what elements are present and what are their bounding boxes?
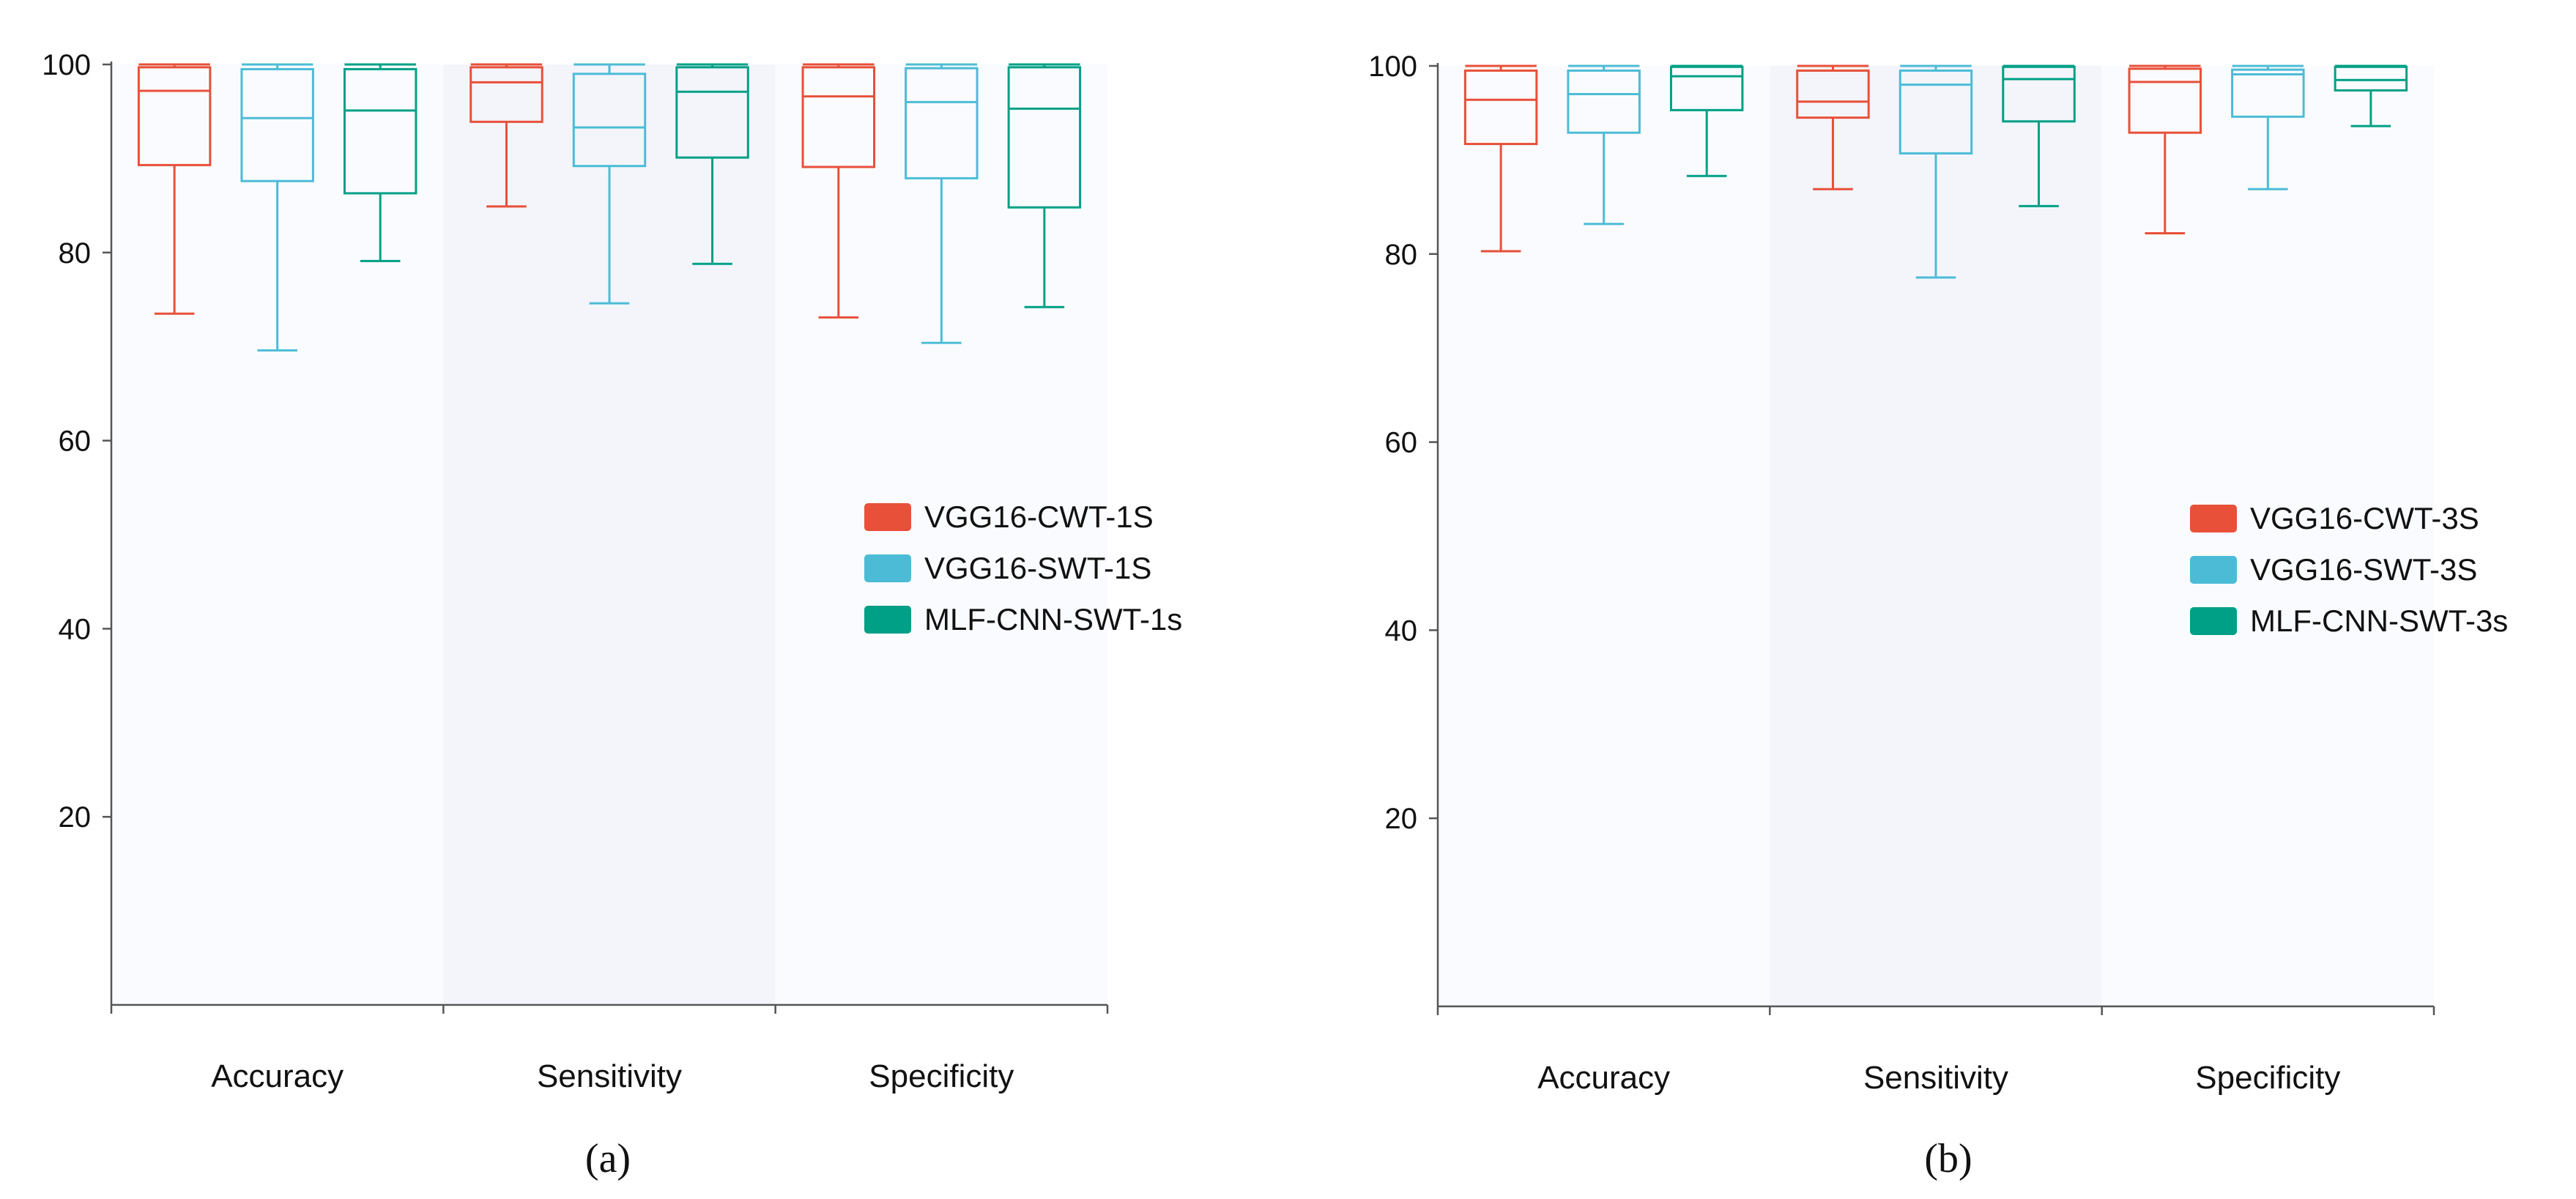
box-iqr bbox=[1463, 69, 1538, 146]
box-VGG16-SWT-3S bbox=[2231, 64, 2305, 190]
box-VGG16-SWT-3S bbox=[1567, 64, 1641, 226]
box-iqr bbox=[2002, 65, 2076, 123]
box-MLF-CNN-SWT-3s bbox=[2334, 64, 2408, 127]
panel-label: (b) bbox=[1924, 1136, 1972, 1181]
category-band bbox=[2101, 66, 2434, 1006]
y-tick-label: 20 bbox=[59, 801, 92, 834]
legend-swatch bbox=[2190, 607, 2237, 635]
box-VGG16-SWT-1S bbox=[905, 63, 979, 344]
y-tick-label: 40 bbox=[59, 613, 92, 645]
category-label: Specificity bbox=[2195, 1060, 2340, 1096]
legend-swatch bbox=[864, 606, 911, 634]
y-tick-label: 60 bbox=[1385, 427, 1418, 459]
y-tick-label: 100 bbox=[42, 49, 91, 81]
box-iqr bbox=[1898, 69, 1973, 155]
legend-swatch bbox=[2190, 556, 2237, 584]
y-tick-label: 100 bbox=[1368, 51, 1417, 83]
legend-label: VGG16-CWT-3S bbox=[2250, 501, 2479, 535]
box-iqr bbox=[572, 73, 647, 168]
box-MLF-CNN-SWT-1s bbox=[343, 63, 417, 262]
box-iqr bbox=[1567, 69, 1641, 134]
box-iqr bbox=[801, 66, 876, 168]
box-VGG16-SWT-1S bbox=[572, 63, 647, 305]
legend-label: VGG16-SWT-3S bbox=[2250, 552, 2477, 587]
box-MLF-CNN-SWT-3s bbox=[2002, 64, 2076, 207]
legend-swatch bbox=[864, 554, 911, 582]
category-label: Specificity bbox=[869, 1058, 1014, 1094]
box-VGG16-SWT-3S bbox=[1898, 64, 1973, 279]
box-iqr bbox=[343, 67, 417, 195]
y-tick-label: 80 bbox=[59, 237, 92, 270]
box-MLF-CNN-SWT-1s bbox=[1007, 63, 1082, 308]
category-label: Accuracy bbox=[211, 1058, 344, 1094]
box-iqr bbox=[240, 67, 314, 182]
box-VGG16-CWT-3S bbox=[2128, 64, 2202, 235]
box-iqr bbox=[2128, 67, 2202, 134]
box-iqr bbox=[675, 66, 749, 159]
box-iqr bbox=[905, 67, 979, 179]
category-label: Accuracy bbox=[1537, 1060, 1670, 1096]
legend-swatch bbox=[864, 503, 911, 531]
box-iqr bbox=[137, 66, 212, 166]
box-VGG16-CWT-1S bbox=[469, 63, 543, 208]
category-label: Sensitivity bbox=[1863, 1060, 2008, 1096]
box-iqr bbox=[1669, 65, 1744, 111]
box-iqr bbox=[469, 66, 543, 123]
y-tick-label: 80 bbox=[1385, 239, 1418, 271]
panel-label: (a) bbox=[585, 1136, 631, 1181]
box-VGG16-CWT-3S bbox=[1463, 64, 1538, 253]
box-iqr bbox=[2334, 65, 2408, 92]
y-tick-label: 40 bbox=[1385, 615, 1418, 647]
box-VGG16-CWT-1S bbox=[801, 63, 876, 319]
y-tick-label: 20 bbox=[1385, 803, 1418, 835]
legend-label: MLF-CNN-SWT-1s bbox=[924, 602, 1182, 636]
box-MLF-CNN-SWT-1s bbox=[675, 63, 749, 265]
box-iqr bbox=[2231, 68, 2305, 118]
y-tick-label: 60 bbox=[59, 426, 92, 458]
legend-label: MLF-CNN-SWT-3s bbox=[2250, 604, 2508, 638]
category-label: Sensitivity bbox=[537, 1058, 682, 1094]
box-VGG16-SWT-1S bbox=[240, 63, 314, 352]
box-iqr bbox=[1796, 69, 1870, 119]
box-VGG16-CWT-1S bbox=[137, 63, 212, 315]
box-VGG16-CWT-3S bbox=[1796, 64, 1870, 190]
legend-label: VGG16-SWT-1S bbox=[924, 551, 1151, 585]
box-MLF-CNN-SWT-3s bbox=[1669, 64, 1744, 177]
box-iqr bbox=[1007, 66, 1082, 209]
legend-label: VGG16-CWT-1S bbox=[924, 500, 1154, 534]
legend-swatch bbox=[2190, 505, 2237, 532]
